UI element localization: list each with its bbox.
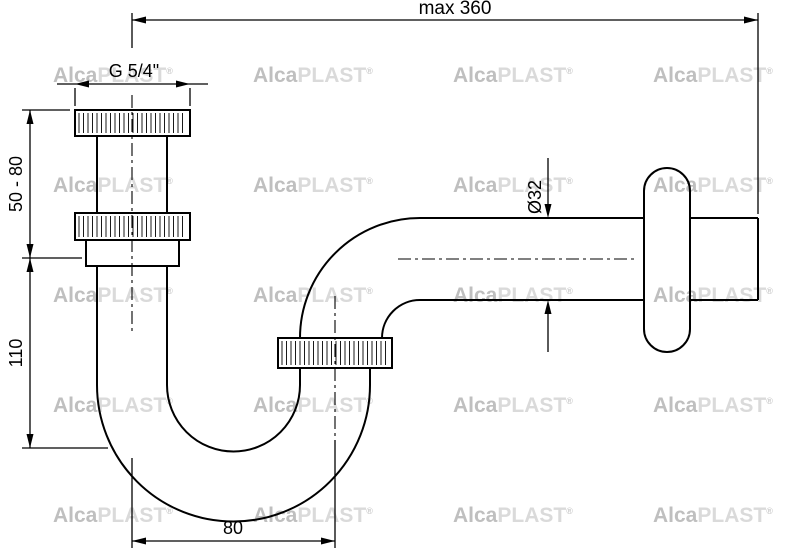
watermark: AlcaPLAST® [253,394,373,417]
watermark: AlcaPLAST® [653,64,773,87]
dimension-trap-depth: 110 [6,258,108,449]
dim-label-thread: G 5/4" [109,61,159,81]
u-bend-inner-path [166,112,301,453]
outlet-pipe-bottom-path [381,299,758,339]
centerlines [131,95,636,440]
dim-label-pipe-diameter: Ø32 [525,180,545,214]
watermark: AlcaPLAST® [653,504,773,527]
u-bend-outer-path [96,112,371,523]
dimension-thread: G 5/4" [57,61,208,106]
wall-flange [643,167,691,353]
watermark: AlcaPLAST® [53,64,173,87]
watermark: AlcaPLAST® [653,394,773,417]
watermark: AlcaPLAST® [653,284,773,307]
dimension-max-width: max 360 [131,0,759,214]
dim-label-max-width: max 360 [419,0,492,19]
watermark: AlcaPLAST® [453,174,573,197]
watermark: AlcaPLAST® [453,64,573,87]
watermark: AlcaPLAST® [253,504,373,527]
watermark: AlcaPLAST® [253,64,373,87]
dimension-pipe-diameter: Ø32 [525,158,552,352]
watermark: AlcaPLAST® [453,284,573,307]
knurl-texture [281,341,386,365]
watermark: AlcaPLAST® [253,174,373,197]
trap-body-outline [96,112,759,523]
dim-label-trap-offset: 80 [223,518,243,538]
dimension-inlet-height: 50 - 80 [6,109,82,259]
knurl-texture [78,113,183,133]
dim-label-inlet-height: 50 - 80 [6,156,26,212]
watermark: AlcaPLAST® [453,394,573,417]
knurl-texture [78,216,183,237]
dim-label-trap-depth: 110 [6,339,26,368]
watermark: AlcaPLAST® [253,284,373,307]
outlet-pipe-top-path [299,217,758,339]
inlet-lower-nut [74,212,191,241]
watermark: AlcaPLAST® [453,504,573,527]
dimension-trap-offset: 80 [131,440,336,548]
